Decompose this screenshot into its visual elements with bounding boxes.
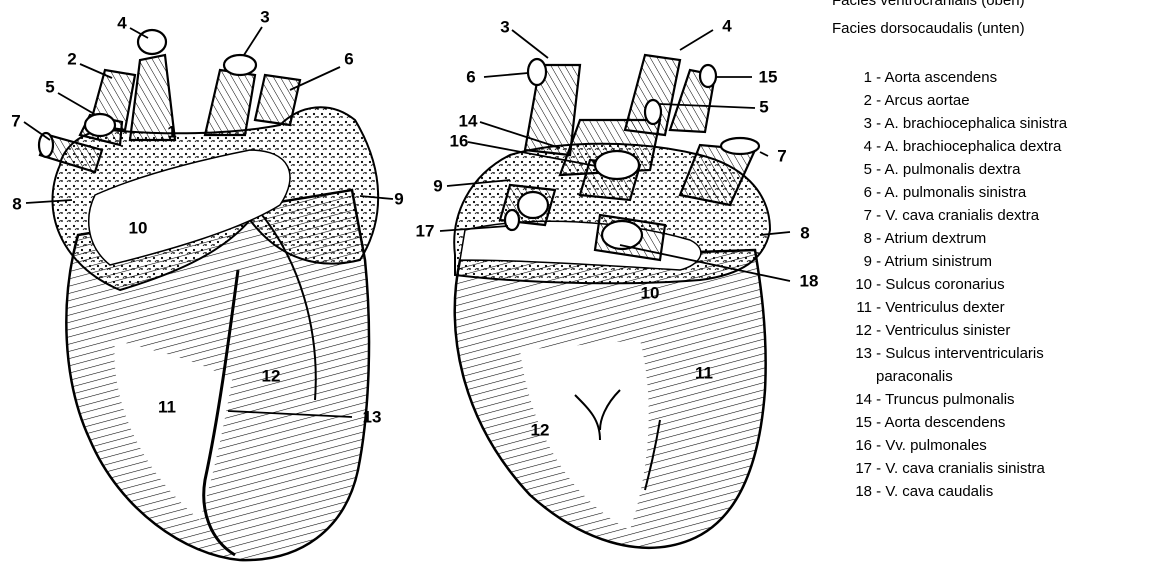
legend-text: V. cava cranialis sinistra (885, 460, 1045, 477)
legend-number: 11 (838, 296, 872, 319)
legend-item: 10 - Sulcus coronarius (838, 273, 1067, 296)
callout-right-7: 7 (777, 148, 786, 165)
callout-left-10: 10 (129, 220, 148, 237)
legend-number: 18 (838, 480, 872, 503)
callout-right-4: 4 (722, 18, 731, 35)
legend-text: Aorta descendens (885, 414, 1006, 431)
legend-number: 6 (838, 181, 872, 204)
callout-right-10: 10 (641, 285, 660, 302)
legend-number: 12 (838, 319, 872, 342)
callout-right-8: 8 (800, 225, 809, 242)
callout-left-6: 6 (344, 51, 353, 68)
legend-item: 14 - Truncus pulmonalis (838, 388, 1067, 411)
callout-right-16: 16 (450, 133, 469, 150)
legend-number: 13 (838, 342, 872, 365)
legend-number: 8 (838, 227, 872, 250)
legend-text: Sulcus coronarius (885, 276, 1004, 293)
callout-right-11: 11 (695, 365, 713, 382)
legend-item: 6 - A. pulmonalis sinistra (838, 181, 1067, 204)
legend-text: Sulcus interventricularis (885, 345, 1043, 362)
legend-number: 5 (838, 158, 872, 181)
callout-left-11: 11 (158, 399, 176, 416)
legend-item: 2 - Arcus aortae (838, 89, 1067, 112)
legend-item-continuation: paraconalis (838, 365, 1067, 388)
legend-number: 2 (838, 89, 872, 112)
legend-number: 1 (838, 66, 872, 89)
callout-left-12: 12 (262, 368, 281, 385)
legend-number: 7 (838, 204, 872, 227)
legend-number: 14 (838, 388, 872, 411)
legend-item: 12 - Ventriculus sinister (838, 319, 1067, 342)
callout-left-4: 4 (117, 15, 126, 32)
legend-item: 13 - Sulcus interventricularis (838, 342, 1067, 365)
callout-left-5: 5 (45, 79, 54, 96)
legend-text: Aorta ascendens (885, 69, 998, 86)
legend-text: A. brachiocephalica dextra (885, 138, 1062, 155)
callout-right-15: 15 (759, 69, 778, 86)
callout-right-14: 14 (459, 113, 478, 130)
callout-right-9: 9 (433, 178, 442, 195)
callout-left-9: 9 (394, 191, 403, 208)
callout-right-3: 3 (500, 19, 509, 36)
legend-item: 4 - A. brachiocephalica dextra (838, 135, 1067, 158)
legend-number: 15 (838, 411, 872, 434)
legend-item: 18 - V. cava caudalis (838, 480, 1067, 503)
legend-number: 17 (838, 457, 872, 480)
callout-right-17: 17 (416, 223, 435, 240)
legend-item: 15 - Aorta descendens (838, 411, 1067, 434)
callout-left-1: 1 (167, 124, 176, 141)
legend-text: A. brachiocephalica sinistra (885, 115, 1068, 132)
legend-list: 1 - Aorta ascendens 2 - Arcus aortae 3 -… (838, 66, 1067, 503)
callout-left-7: 7 (11, 113, 20, 130)
legend-text: Truncus pulmonalis (885, 391, 1015, 408)
legend-text: V. cava caudalis (885, 483, 993, 500)
legend-text: V. cava cranialis dextra (885, 207, 1039, 224)
legend-item: 9 - Atrium sinistrum (838, 250, 1067, 273)
legend-item: 11 - Ventriculus dexter (838, 296, 1067, 319)
view-caption-top: Facies ventrocranialis (oben) (832, 0, 1025, 10)
legend-item: 3 - A. brachiocephalica sinistra (838, 112, 1067, 135)
legend-text: Ventriculus dexter (885, 299, 1004, 316)
legend-item: 17 - V. cava cranialis sinistra (838, 457, 1067, 480)
legend-number: 4 (838, 135, 872, 158)
callout-left-13: 13 (363, 409, 382, 426)
legend-number: 16 (838, 434, 872, 457)
view-caption-bottom: Facies dorsocaudalis (unten) (832, 20, 1025, 38)
legend-text: Vv. pulmonales (885, 437, 986, 454)
callout-right-6: 6 (466, 69, 475, 86)
legend-text: paraconalis (876, 368, 953, 385)
legend-text: Arcus aortae (885, 92, 970, 109)
legend-item: 1 - Aorta ascendens (838, 66, 1067, 89)
callout-left-3: 3 (260, 9, 269, 26)
legend-text: Atrium dextrum (885, 230, 987, 247)
callout-right-5: 5 (759, 99, 768, 116)
callout-left-2: 2 (67, 51, 76, 68)
legend-text: Atrium sinistrum (885, 253, 993, 270)
legend-text: A. pulmonalis sinistra (885, 184, 1027, 201)
legend-item: 16 - Vv. pulmonales (838, 434, 1067, 457)
legend-item: 8 - Atrium dextrum (838, 227, 1067, 250)
callout-left-8: 8 (12, 196, 21, 213)
legend-text: A. pulmonalis dextra (885, 161, 1021, 178)
legend-number: 9 (838, 250, 872, 273)
left-heart-view (39, 30, 378, 560)
legend-number: 10 (838, 273, 872, 296)
legend-number: 3 (838, 112, 872, 135)
callout-right-12: 12 (531, 422, 550, 439)
callout-right-18: 18 (800, 273, 819, 290)
legend-item: 5 - A. pulmonalis dextra (838, 158, 1067, 181)
legend-item: 7 - V. cava cranialis dextra (838, 204, 1067, 227)
legend-text: Ventriculus sinister (885, 322, 1010, 339)
